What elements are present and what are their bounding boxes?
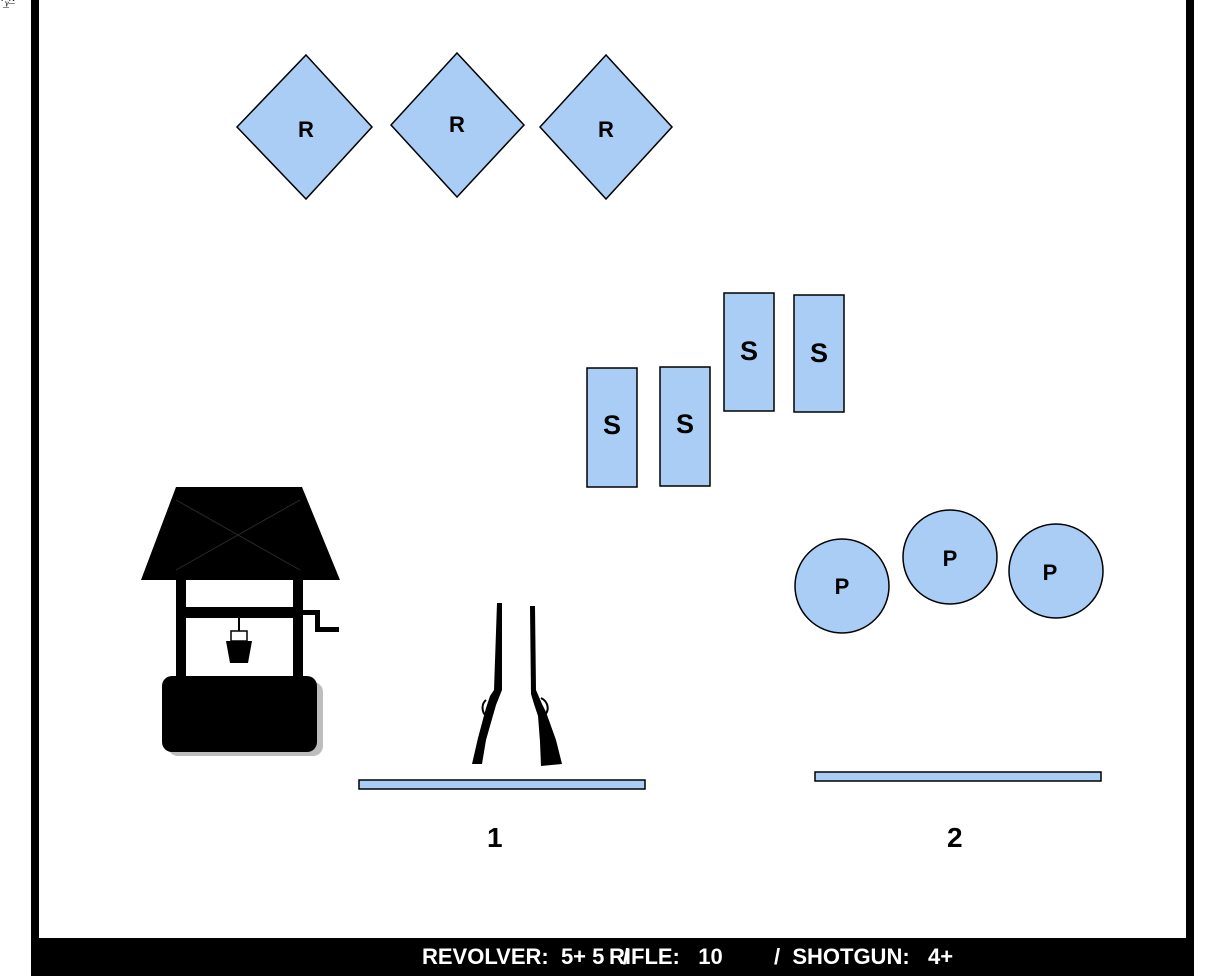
shotgun-target-label: S [603, 410, 621, 440]
shooting-position-2-bar [815, 772, 1101, 781]
rifle-target: R [540, 55, 672, 199]
rifle-target: R [237, 55, 372, 199]
shotgun-rounds: / SHOTGUN: 4+ [774, 938, 953, 976]
position-1-label: 1 [487, 822, 503, 854]
revolver-rounds: REVOLVER: 5+ 5 / [422, 938, 629, 976]
pistol-target-label: P [835, 574, 850, 599]
pistol-target-label: P [1043, 560, 1058, 585]
rifle-rounds: RIFLE: 10 [609, 938, 723, 976]
shotgun-target-label: S [740, 336, 758, 366]
pistol-target: P [795, 539, 889, 633]
shotgun-target-label: S [810, 338, 828, 368]
shotgun-target-label: S [676, 409, 694, 439]
pistol-target-label: P [943, 546, 958, 571]
round-count-text: REVOLVER: 5+ 5 / RIFLE: 10 / SHOTGUN: 4+ [31, 938, 1194, 976]
rifle-pair-icon [472, 603, 562, 766]
shotgun-target: S [660, 367, 710, 486]
well-icon [141, 487, 340, 756]
shotgun-target: S [587, 368, 637, 487]
position-2-label: 2 [947, 822, 963, 854]
rifle-target: R [391, 53, 524, 197]
shotgun-target: S [794, 295, 844, 412]
pistol-target: P [1009, 524, 1103, 618]
rifle-target-label: R [298, 117, 314, 142]
pistol-target: P [903, 510, 997, 604]
round-count-bar: REVOLVER: 5+ 5 / RIFLE: 10 / SHOTGUN: 4+ [31, 938, 1194, 976]
rifle-target-label: R [449, 112, 465, 137]
rifle-target-label: R [598, 117, 614, 142]
shooting-position-1-bar [359, 780, 645, 789]
shotgun-target: S [724, 293, 774, 411]
